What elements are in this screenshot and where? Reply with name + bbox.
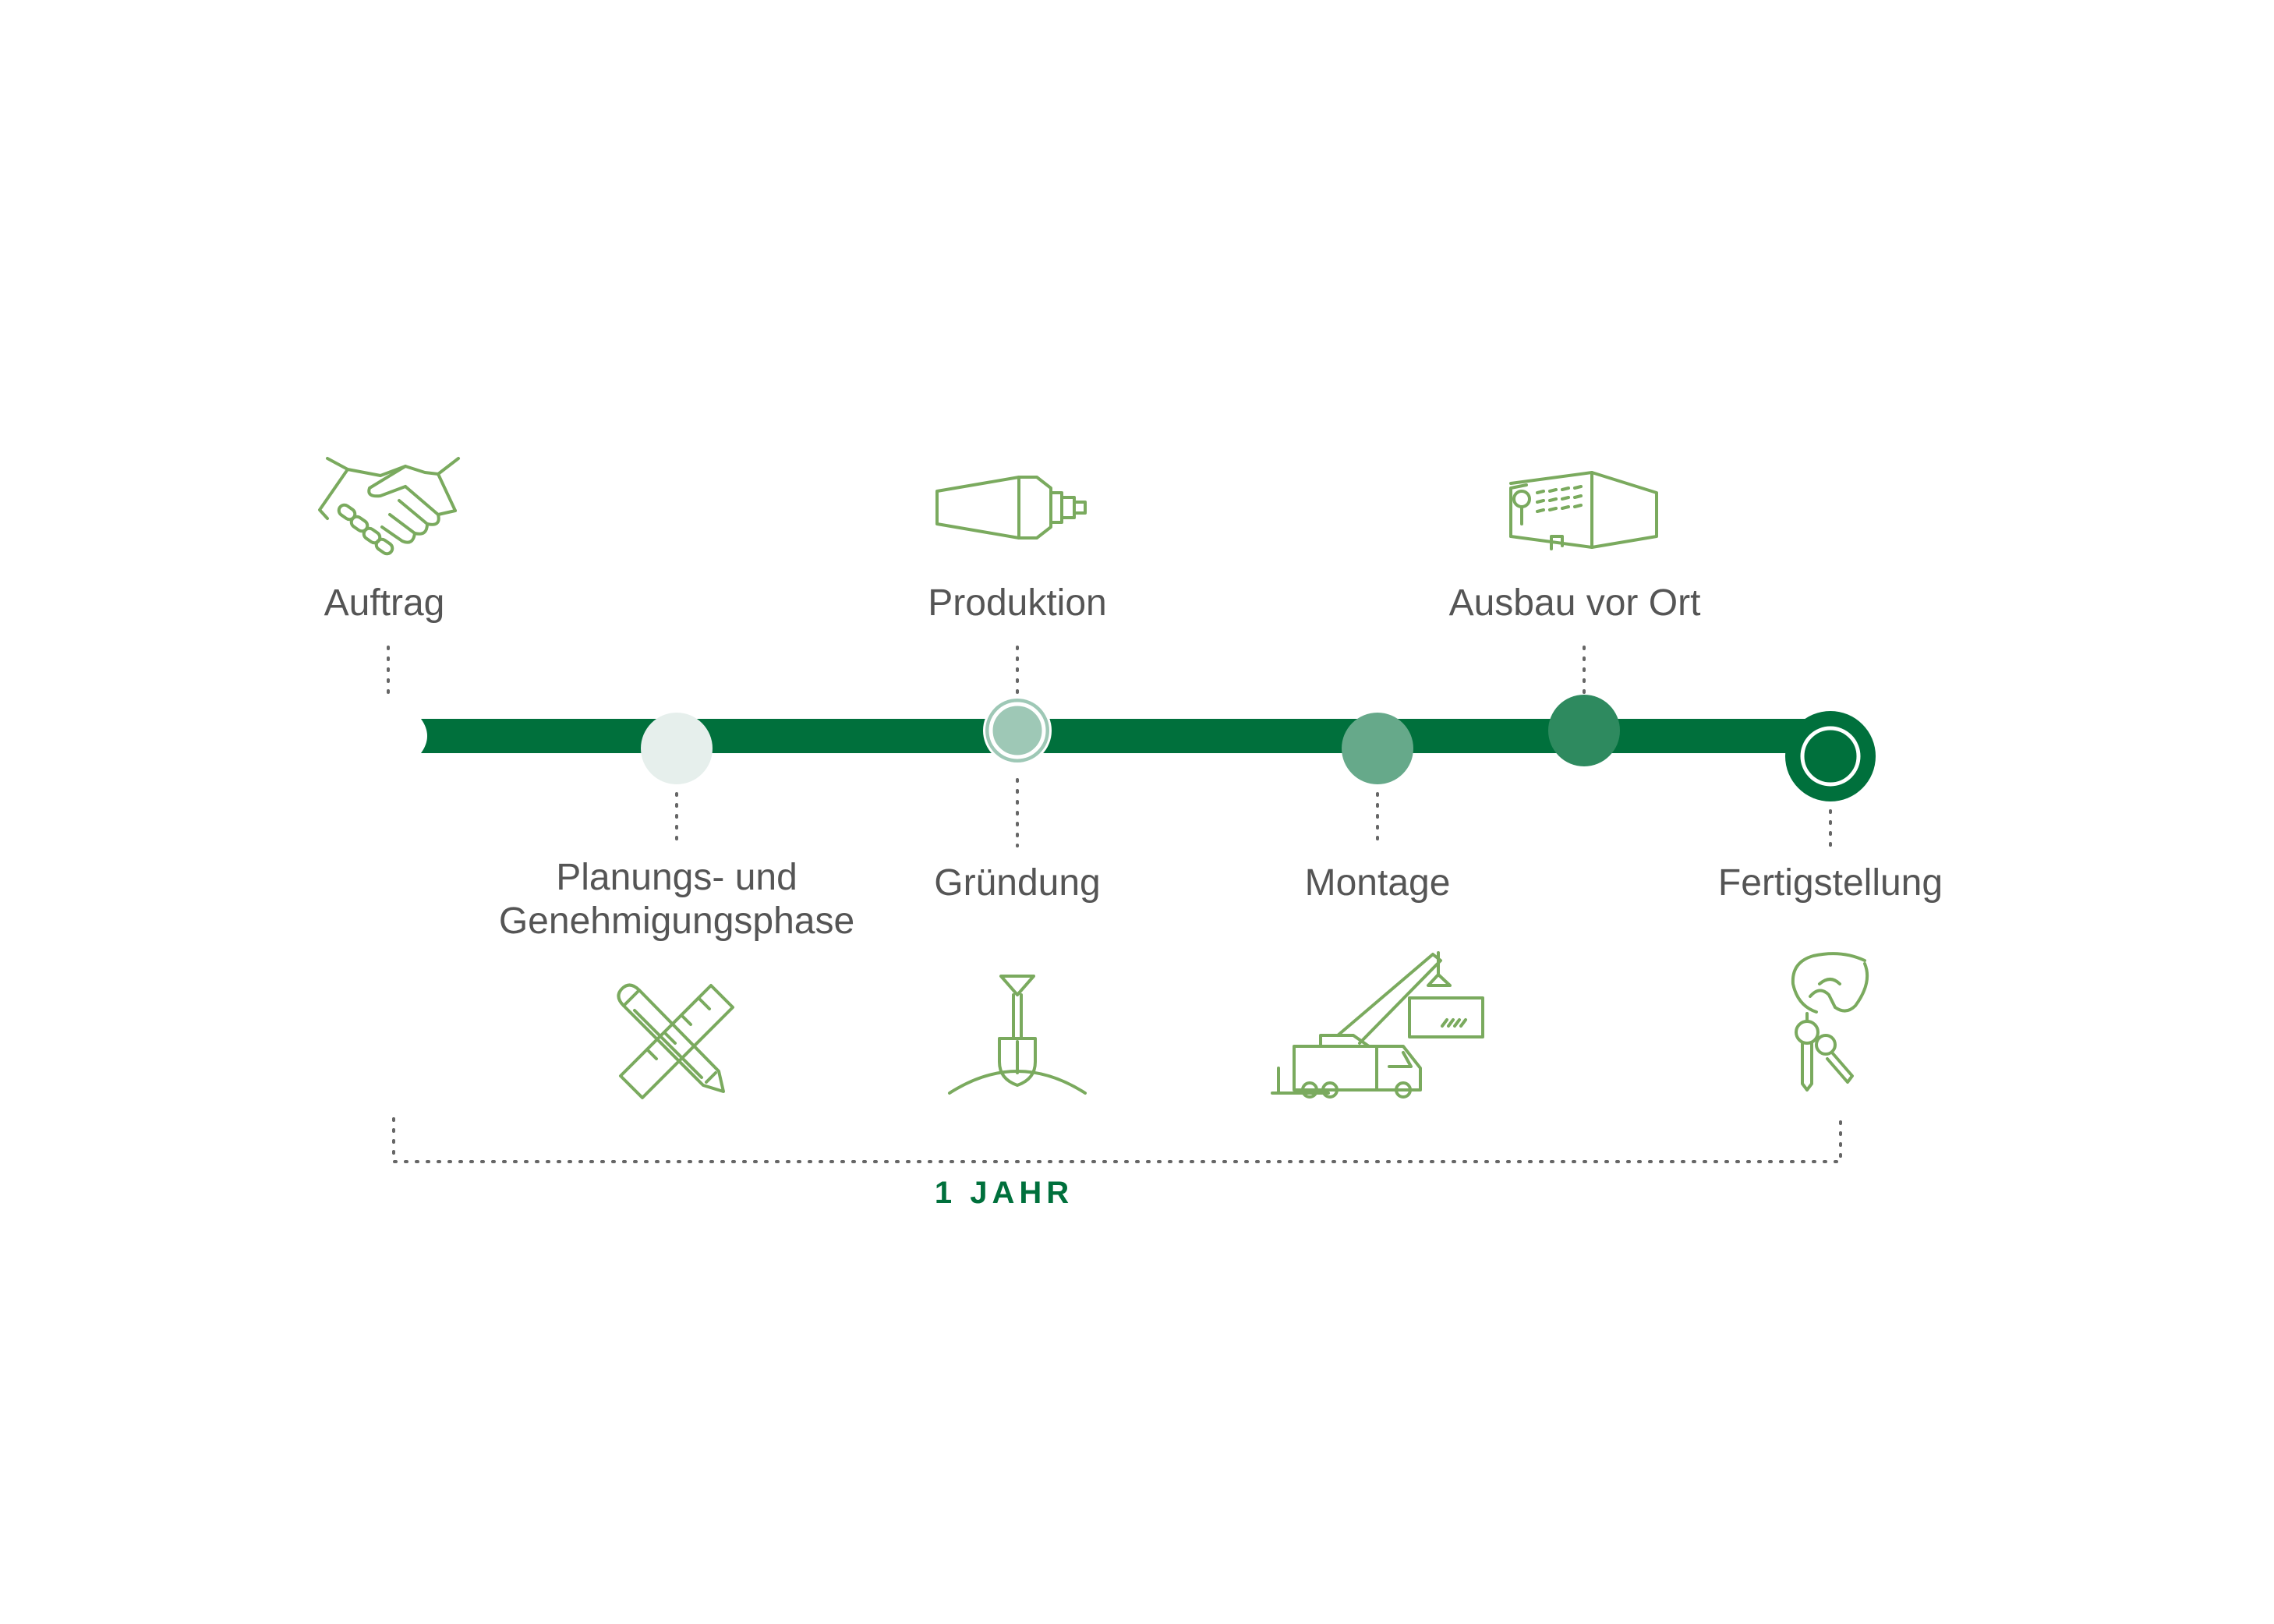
marker-montage [1342,713,1413,784]
label-produktion: Produktion [928,582,1107,624]
marker-ausbau [1548,695,1620,766]
label-planung: Planungs- und Genehmigungsphase [499,856,854,943]
connector-lines [387,646,1842,1163]
label-montage: Montage [1304,862,1451,904]
crane-truck-icon [1271,951,1484,1099]
marker-planung [641,713,713,784]
label-planung-line2: Genehmigungsphase [498,900,855,942]
keys-hand-icon [1791,952,1869,1092]
marker-fertigstellung [1785,711,1876,801]
label-gruendung: Gründung [934,862,1101,904]
marker-gruendung [985,699,1049,762]
label-planung-line1: Planungs- und [556,857,797,898]
duration-label: 1 JAHR [934,1176,1074,1210]
label-auftrag: Auftrag [324,582,445,624]
duration-bracket [392,1117,1842,1163]
label-ausbau: Ausbau vor Ort [1448,582,1701,624]
timeline-markers [641,695,1876,801]
ruler-pencil-icon [617,983,734,1099]
label-fertigstellung: Fertigstellung [1717,862,1943,904]
building-icon [1509,471,1658,550]
shovel-icon [948,975,1087,1095]
handshake-icon [318,457,460,556]
module-production-icon [935,476,1087,540]
